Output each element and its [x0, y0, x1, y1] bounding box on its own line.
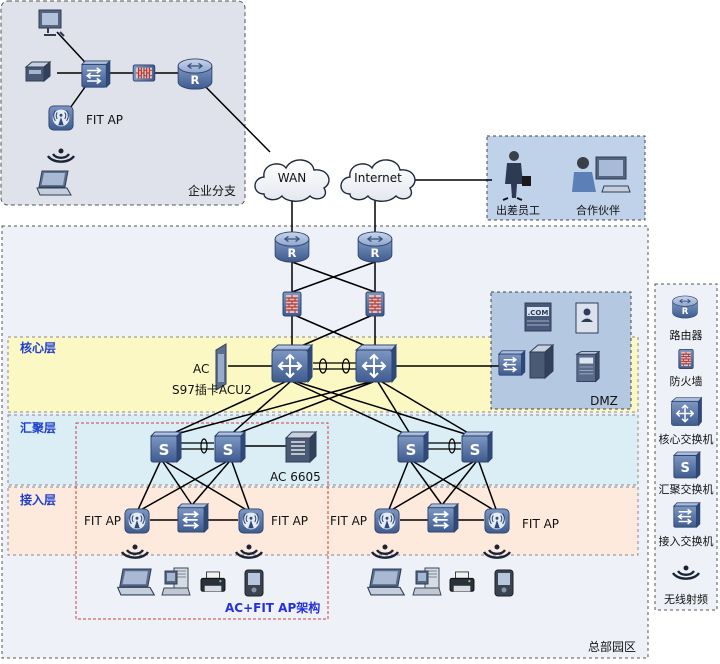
fit-ap-label-1: FIT AP	[84, 514, 121, 528]
access-layer-label: 接入层	[20, 492, 56, 507]
fit-ap-3-icon	[374, 508, 400, 534]
legend-core-switch-label: 核心交换机	[659, 432, 714, 446]
pda-1-icon	[244, 569, 264, 597]
hq-firewall-1-icon	[282, 291, 302, 317]
legend-box	[654, 283, 718, 611]
branch-region	[0, 0, 246, 206]
branch-ap-icon	[48, 105, 74, 131]
core-switch-2-icon	[355, 344, 397, 383]
fit-ap-label-2: FIT AP	[271, 514, 308, 528]
partner-icon	[572, 156, 631, 193]
hq-firewall-2-icon	[365, 291, 385, 317]
legend-router-icon	[672, 295, 698, 319]
auth-server-icon	[575, 302, 599, 334]
ac6605-label: AC 6605	[270, 470, 321, 484]
legend: 路由器 防火墙 核心交换机 汇聚交换机 接入交换机 无线射频	[659, 295, 714, 606]
dmz-com-label: .COM	[528, 309, 549, 317]
access-switch-1-icon	[177, 503, 209, 533]
legend-aggregation-switch-label: 汇聚交换机	[659, 482, 714, 496]
branch-scanner-icon	[25, 61, 51, 82]
agg-switch-4-icon	[461, 431, 493, 463]
dmz-label: DMZ	[590, 394, 618, 408]
ac-fit-ap-region	[75, 422, 329, 620]
legend-access-switch-icon	[673, 502, 701, 528]
fit-ap-label-4: FIT AP	[522, 517, 559, 531]
fit-ap-4-icon	[484, 508, 510, 534]
partner-label: 合作伙伴	[576, 203, 620, 217]
branch-router-icon	[177, 58, 213, 90]
agg-switch-1-icon	[150, 431, 182, 463]
access-layer-band	[7, 486, 639, 556]
agg-switch-2-icon	[214, 431, 246, 463]
ac-fit-ap-architecture-label: AC+FIT AP架构	[225, 600, 320, 615]
acu2-card-icon	[215, 343, 227, 391]
branch-region-label: 企业分支	[188, 183, 236, 198]
fit-ap-1-icon	[124, 508, 150, 534]
access-switch-2-icon	[427, 503, 459, 533]
travel-employee-icon	[502, 151, 531, 201]
laptop-2-icon	[367, 568, 405, 596]
dns-server-icon	[524, 302, 552, 332]
legend-router-label: 路由器	[670, 328, 703, 342]
wan-label: WAN	[278, 171, 306, 185]
core-switch-1-icon	[271, 344, 313, 383]
dmz-access-switch-icon	[498, 350, 526, 376]
hq-router-2-icon	[357, 231, 393, 263]
laptop-1-icon	[117, 568, 155, 596]
dmz-server-icon	[576, 351, 600, 383]
legend-aggregation-switch-icon	[673, 451, 701, 479]
legend-core-switch-icon	[670, 397, 703, 427]
hq-region-label: 总部园区	[588, 639, 636, 654]
pc-1-icon	[161, 567, 191, 596]
legend-firewall-icon	[678, 348, 694, 370]
fit-ap-2-icon	[238, 508, 264, 534]
legend-firewall-label: 防火墙	[670, 374, 703, 388]
fit-ap-label-3: FIT AP	[330, 514, 367, 528]
branch-access-switch-icon	[81, 60, 111, 88]
branch-firewall-icon	[132, 64, 156, 82]
hq-router-1-icon	[274, 231, 310, 263]
ac6605-icon	[284, 430, 318, 464]
aggregation-layer-label: 汇聚层	[20, 421, 56, 435]
ac-label: AC	[193, 362, 209, 376]
dmz-appliance-icon	[528, 343, 555, 380]
link-bundles	[177, 358, 461, 454]
pda-2-icon	[494, 569, 514, 597]
core-layer-label: 核心层	[20, 340, 56, 355]
pc-2-icon	[412, 567, 442, 596]
travel-employee-label: 出差员工	[496, 203, 540, 217]
legend-access-switch-label: 接入交换机	[659, 534, 714, 548]
aggregation-layer-band	[7, 414, 639, 486]
internet-label: Internet	[354, 171, 402, 185]
branch-laptop-icon	[36, 170, 72, 196]
legend-wireless-label: 无线射频	[664, 592, 708, 606]
acu2-card-label: S97插卡ACU2	[172, 383, 252, 397]
branch-ap-label: FIT AP	[86, 113, 123, 127]
agg-switch-3-icon	[397, 431, 429, 463]
